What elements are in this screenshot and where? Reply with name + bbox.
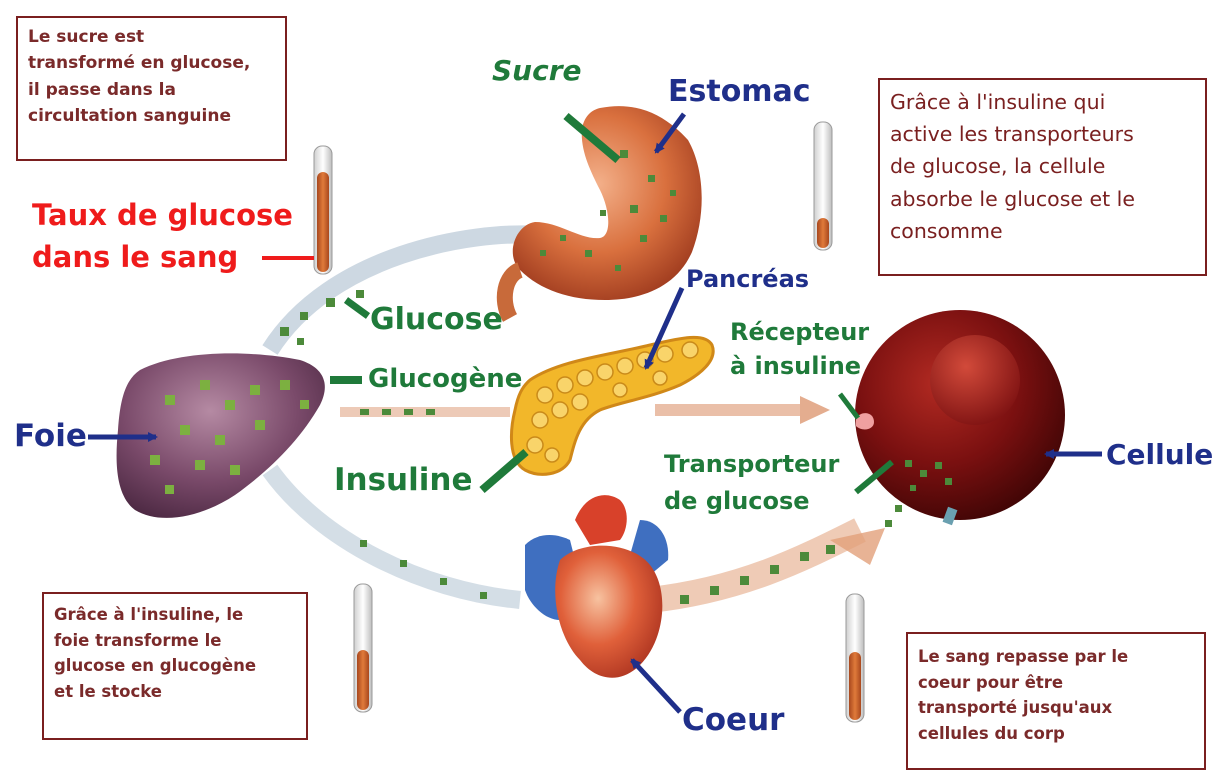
recepteur-pointer — [840, 394, 858, 418]
test-tube-icon — [314, 146, 332, 274]
label-insuline: Insuline — [334, 462, 472, 498]
test-tube-icon — [814, 122, 832, 250]
label-sucre: Sucre — [492, 54, 582, 87]
note-line: de glucose, la cellule — [890, 150, 1195, 182]
label-glucose: Glucose — [370, 302, 503, 337]
note-liver-storage: Grâce à l'insuline, le foie transforme l… — [42, 592, 308, 740]
note-line: glucose en glucogène — [54, 653, 296, 679]
test-tube-icon — [354, 584, 372, 712]
label-transporteur-glucose: Transporteur de glucose — [664, 446, 839, 520]
note-line: et le stocke — [54, 679, 296, 705]
note-heart-transport: Le sang repasse par le coeur pour être t… — [906, 632, 1206, 770]
label-coeur: Coeur — [682, 702, 784, 738]
note-line: Le sang repasse par le — [918, 644, 1194, 670]
note-line: consomme — [890, 215, 1195, 247]
label-glucogene: Glucogène — [368, 364, 522, 394]
coeur-arrow — [632, 660, 680, 712]
label-cellule: Cellule — [1106, 438, 1213, 471]
note-insulin-transporters: Grâce à l'insuline qui active les transp… — [878, 78, 1207, 276]
note-sugar-to-glucose: Le sucre est transformé en glucose, il p… — [16, 16, 287, 161]
label-estomac: Estomac — [668, 74, 811, 109]
note-line: Le sucre est — [28, 24, 275, 50]
label-pancreas: Pancréas — [686, 265, 809, 293]
circulation-path — [650, 530, 860, 600]
label-line: dans le sang — [32, 236, 293, 278]
note-line: coeur pour être — [918, 670, 1194, 696]
note-line: active les transporteurs — [890, 118, 1195, 150]
label-line: de glucose — [664, 483, 839, 520]
note-line: il passe dans la — [28, 77, 275, 103]
label-line: à insuline — [730, 350, 869, 384]
insuline-pointer — [482, 452, 526, 490]
note-line: foie transforme le — [54, 628, 296, 654]
label-line: Transporteur — [664, 446, 839, 483]
glucose-pointer — [346, 300, 368, 316]
note-line: circultation sanguine — [28, 103, 275, 129]
heart-illustration — [525, 495, 668, 678]
note-line: Grâce à l'insuline, le — [54, 602, 296, 628]
note-line: transporté jusqu'aux — [918, 695, 1194, 721]
test-tube-icon — [846, 594, 864, 722]
note-line: transformé en glucose, — [28, 50, 275, 76]
label-line: Récepteur — [730, 316, 869, 350]
cell-illustration — [855, 310, 1065, 527]
label-foie: Foie — [14, 418, 87, 454]
label-taux-glucose: Taux de glucose dans le sang — [32, 194, 293, 278]
note-line: Grâce à l'insuline qui — [890, 86, 1195, 118]
note-line: absorbe le glucose et le — [890, 183, 1195, 215]
label-line: Taux de glucose — [32, 194, 293, 236]
stomach-illustration — [505, 106, 702, 318]
label-recepteur-insuline: Récepteur à insuline — [730, 316, 869, 383]
note-line: cellules du corp — [918, 721, 1194, 747]
circulation-path — [800, 396, 830, 424]
